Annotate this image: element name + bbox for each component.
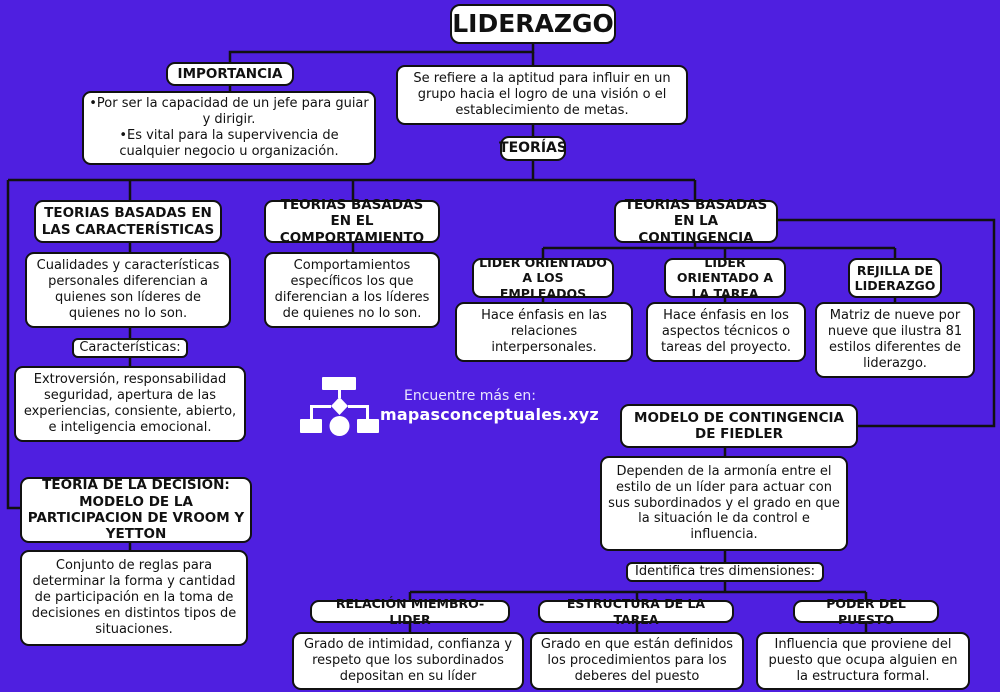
characteristics-sub-label: Características: [72, 338, 188, 358]
contingency-theory-label: TEORIAS BASADAS EN LA CONTINGENCIA [614, 197, 778, 246]
dimension-2-text: Grado en que están definidos los procedi… [530, 632, 744, 690]
fiedler-label: MODELO DE CONTINGENCIA DE FIEDLER [620, 404, 858, 448]
watermark-url[interactable]: mapasconceptuales.xyz [380, 405, 599, 424]
theories-label: TEORÍAS [499, 136, 567, 161]
task-leader-text: Hace énfasis en los aspectos técnicos o … [646, 302, 806, 362]
characteristics-theory-label: TEORIAS BASADAS EN LAS CARACTERÍSTICAS [34, 200, 222, 243]
characteristics-sub-text: Extroversión, responsabilidad seguridad,… [14, 366, 246, 442]
task-leader-label: LIDER ORIENTADO A LA TAREA [664, 255, 786, 301]
employee-leader-label: LIDER ORIENTADO A LOS EMPLEADOS [472, 255, 614, 301]
importance-text: •Por ser la capacidad de un jefe para gu… [82, 91, 376, 165]
definition-text: Se refiere a la aptitud para influir en … [396, 65, 688, 125]
dimension-3-text: Influencia que proviene del puesto que o… [756, 632, 970, 690]
fiedler-text: Dependen de la armonía entre el estilo d… [600, 456, 848, 551]
dimension-1-label: RELACIÓN MIEMBRO-LIDER [310, 596, 510, 627]
sitemap-logo-icon [300, 377, 379, 436]
dimension-2-label: ESTRUCTURA DE LA TAREA [538, 596, 734, 627]
dimension-3-label: PODER DEL PUESTO [793, 596, 939, 627]
employee-leader-text: Hace énfasis en las relaciones interpers… [455, 302, 633, 362]
watermark-line1: Encuentre más en: [404, 388, 536, 404]
behavior-theory-text: Comportamientos específicos los que dife… [264, 252, 440, 328]
importance-label: IMPORTANCIA [166, 62, 294, 86]
dimension-1-text: Grado de intimidad, confianza y respeto … [292, 632, 524, 690]
characteristics-theory-text: Cualidades y características personales … [25, 252, 231, 328]
decision-theory-label: TEORIA DE LA DECISION: MODELO DE LA PART… [20, 477, 252, 543]
behavior-theory-label: TEORIAS BASADAS EN EL COMPORTAMIENTO [264, 197, 440, 246]
decision-theory-text: Conjunto de reglas para determinar la fo… [20, 550, 248, 646]
title-box: LIDERAZGO [450, 4, 616, 44]
leadership-grid-label: REJILLA DE LIDERAZGO [848, 258, 942, 298]
dimensions-label: Identifica tres dimensiones: [626, 562, 824, 582]
leadership-grid-text: Matriz de nueve por nueve que ilustra 81… [815, 302, 975, 378]
